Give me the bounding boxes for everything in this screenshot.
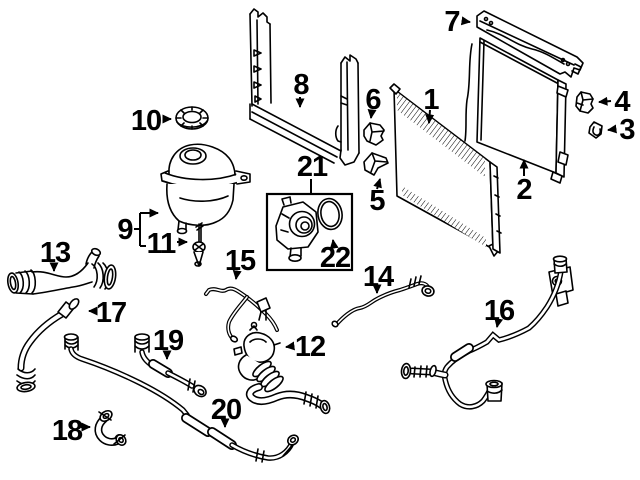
callout-11-label: 11: [147, 228, 177, 260]
part-22-o-ring: [317, 197, 343, 231]
part-17-hose: [16, 298, 80, 393]
part-15-vent-pipe: [204, 286, 279, 343]
part-4-bracket: [575, 91, 594, 114]
part-6-bracket: [363, 122, 385, 146]
part-1-condenser: [389, 83, 502, 257]
part-8-module-carrier: [249, 8, 360, 166]
part-13-hose: [6, 247, 117, 295]
callout-16-arrow: [494, 317, 504, 328]
part-21-thermostat-box: [265, 192, 354, 272]
part-19-hose: [134, 333, 207, 398]
callout-22-label: 22: [320, 242, 350, 274]
callout-10-label: 10: [131, 105, 161, 137]
callout-arrows: [49, 16, 617, 432]
part-7-upper-support: [476, 10, 584, 78]
callout-6-label: 6: [365, 84, 381, 116]
part-9-expansion-tank: [160, 143, 251, 235]
callout-22-arrow: [329, 239, 339, 250]
callout-16-label: 16: [484, 295, 515, 327]
callout-15-label: 15: [225, 245, 256, 277]
part-12-thermostat-hose: [233, 321, 331, 415]
part-5-bracket: [363, 152, 389, 176]
callout-12-arrow: [285, 341, 295, 351]
callout-15-arrow: [232, 269, 242, 280]
part-14-vent-hose: [331, 275, 435, 328]
callout-9-bracket: [134, 213, 146, 247]
callout-8-label: 8: [293, 69, 309, 101]
callout-1-arrow: [425, 109, 435, 124]
callout-4-label: 4: [614, 86, 630, 118]
callout-6-arrow: [367, 109, 377, 119]
part-21-thermostat: [275, 196, 319, 263]
callout-3-label: 3: [619, 114, 635, 146]
callout-20-label: 20: [211, 394, 241, 426]
callout-17-label: 17: [96, 297, 126, 329]
part-10-cap: [175, 106, 209, 130]
callout-9-label: 9: [117, 214, 133, 246]
callout-13-label: 13: [40, 237, 71, 269]
callout-12-label: 12: [295, 331, 325, 363]
part-3-clip: [588, 121, 603, 139]
part-2-radiator: [464, 37, 569, 184]
part-11-vent-screw: [192, 222, 206, 267]
callout-7-arrow: [460, 16, 471, 26]
callout-labels: 1 2 3 4 5 6 7 8 9 10 11 12 13 14 15 16 1…: [40, 6, 637, 447]
callout-4-arrow: [598, 96, 612, 106]
part-16-hose-assembly: [400, 255, 574, 410]
callout-5-label: 5: [369, 185, 385, 217]
callout-14-label: 14: [363, 261, 394, 293]
callout-2-label: 2: [516, 174, 531, 206]
callout-5-arrow: [373, 178, 382, 190]
callout-21-label: 21: [297, 151, 328, 183]
callout-7-label: 7: [444, 6, 459, 38]
callout-1-label: 1: [423, 84, 439, 116]
part-18-elbow-hose: [94, 409, 127, 446]
callout-19-label: 19: [153, 325, 184, 357]
callout-18-label: 18: [52, 415, 83, 447]
part-20-coolant-pipe: [63, 333, 299, 463]
callout-3-arrow: [607, 124, 617, 134]
